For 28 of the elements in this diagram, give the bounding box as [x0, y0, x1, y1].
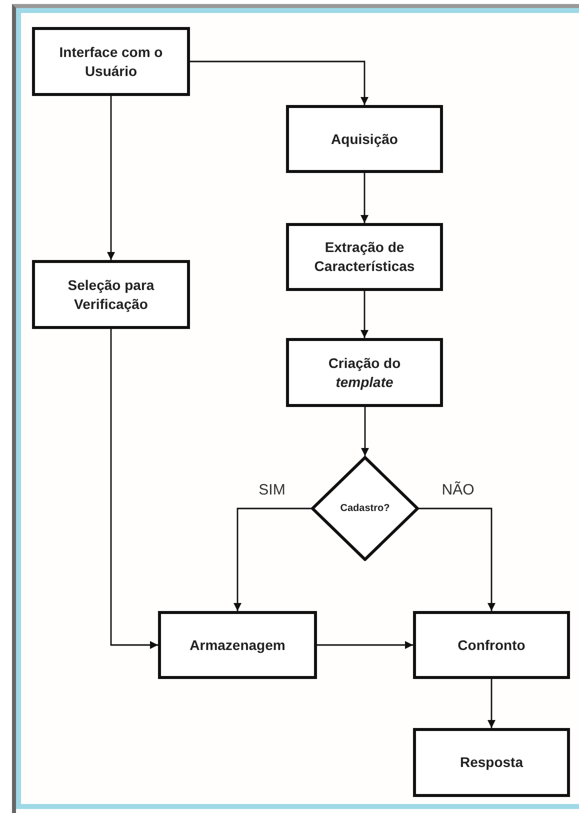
arrow: [360, 173, 368, 223]
box-text: Extração de Características: [313, 238, 416, 276]
arrow: [361, 407, 369, 456]
process-box: [32, 260, 190, 329]
process-box: [158, 611, 317, 679]
box-text: Aquisição: [330, 130, 399, 148]
decision-diamond: [311, 456, 419, 561]
arrow: [110, 329, 158, 649]
process-box: [286, 338, 443, 407]
process-box: [413, 728, 570, 797]
arrow: [419, 508, 496, 611]
box-text: Armazenagem: [188, 636, 286, 654]
box-text: Resposta: [458, 753, 524, 772]
arrow: [317, 641, 413, 649]
process-box: [413, 611, 570, 679]
arrow: [107, 96, 115, 260]
process-box: [32, 27, 190, 96]
process-box: [286, 223, 443, 291]
arrow: [488, 679, 496, 728]
process-box: [286, 105, 443, 173]
box-text: Confronto: [456, 636, 526, 654]
arrow: [234, 508, 311, 611]
arrow: [360, 291, 368, 338]
box-text: Interface com o Usuário: [58, 42, 164, 80]
decision-text: Cadastro?: [339, 502, 391, 516]
box-text: Seleção para Verificação: [66, 276, 156, 314]
arrow: [190, 60, 368, 105]
box-text: Criação do template: [327, 354, 402, 392]
